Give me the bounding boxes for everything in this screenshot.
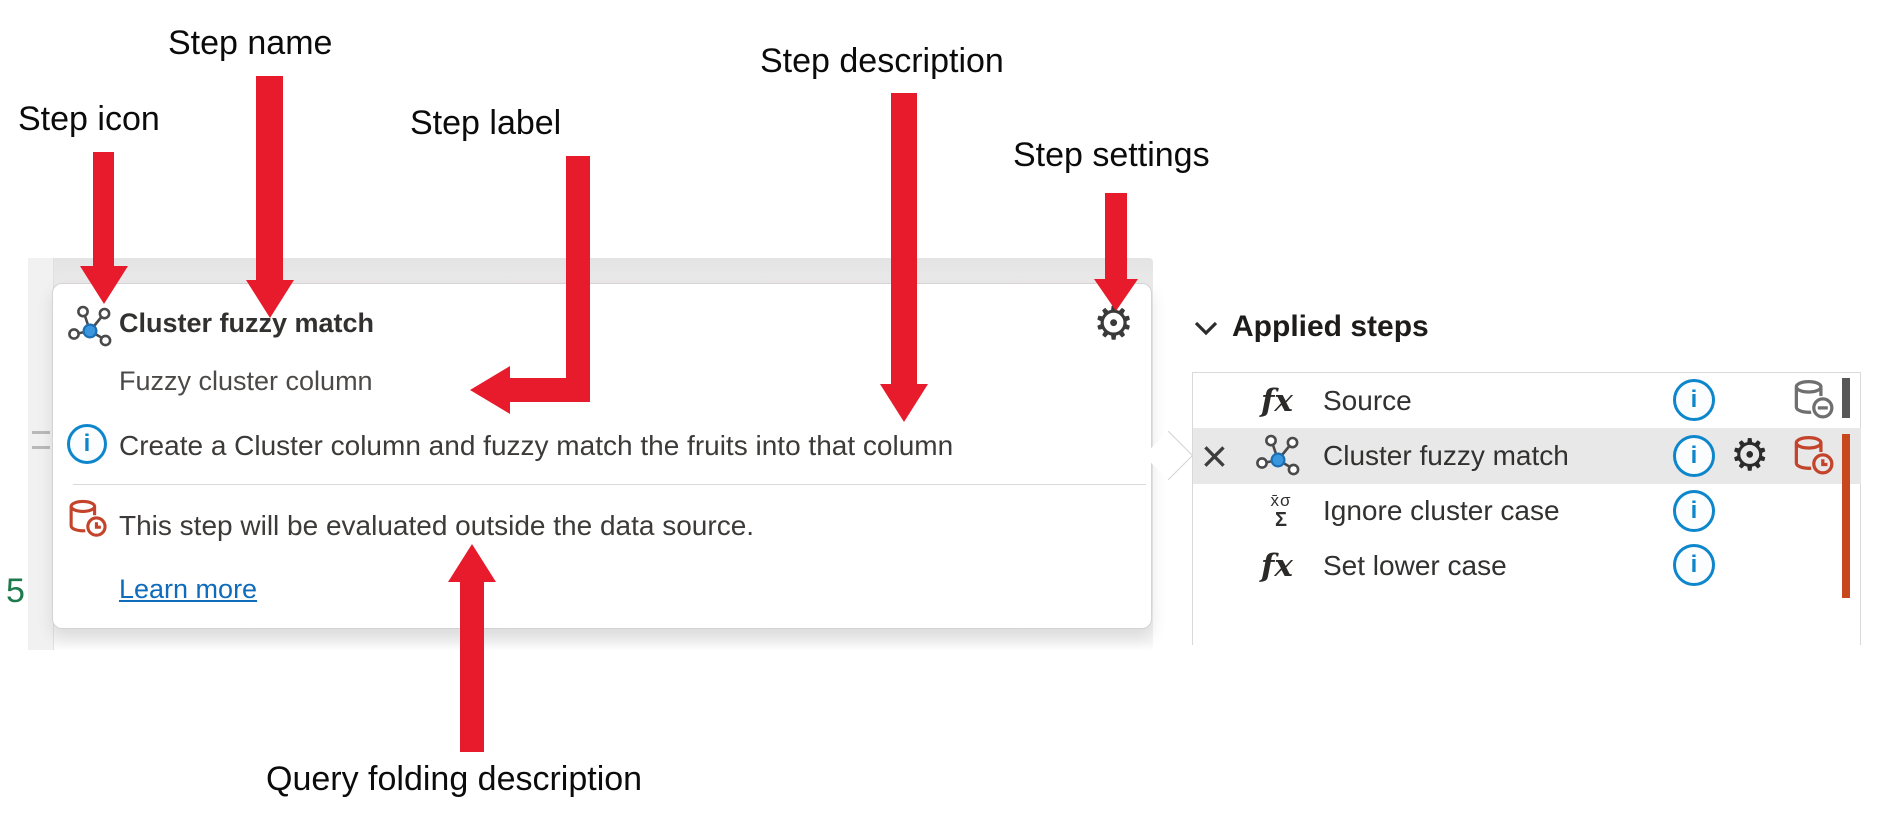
fx-icon: fx — [1261, 547, 1293, 584]
step-label-arrow-vertical — [566, 156, 590, 402]
step-row-cluster-fuzzy-match[interactable]: × Cluster fuzzy match i ⚙ — [1193, 428, 1861, 484]
step-info-icon[interactable]: i — [1673, 544, 1715, 586]
info-letter: i — [83, 430, 91, 457]
database-minus-icon — [1794, 380, 1834, 419]
step-info-icon[interactable]: i — [1673, 435, 1715, 477]
query-folding-text: This step will be evaluated outside the … — [119, 510, 755, 541]
step-name-arrowhead — [246, 280, 294, 318]
step-description-arrowhead — [880, 384, 928, 422]
cluster-center-node — [82, 323, 98, 339]
step-row-label: Source — [1323, 384, 1412, 416]
step-row-label: Ignore cluster case — [1323, 495, 1560, 526]
applied-steps-heading[interactable]: Applied steps — [1232, 310, 1429, 343]
info-letter: i — [1690, 442, 1698, 469]
step-description-text: Create a Cluster column and fuzzy match … — [119, 430, 954, 461]
annotation-step-settings: Step settings — [1013, 136, 1210, 174]
step-info-icon[interactable]: i — [1673, 490, 1715, 532]
cluster-step-icon — [1256, 434, 1300, 476]
query-folding-arrow — [460, 582, 484, 752]
step-settings-arrow — [1105, 193, 1127, 279]
scrollbar[interactable] — [28, 258, 54, 650]
step-row-label: Cluster fuzzy match — [1323, 440, 1569, 471]
query-folding-arrowhead — [448, 544, 496, 582]
query-folding-database-clock-icon — [69, 499, 107, 537]
step-info-icon[interactable]: i — [1673, 379, 1715, 421]
info-icon: i — [67, 424, 107, 464]
annotation-step-description: Step description — [760, 42, 1004, 80]
divider — [73, 484, 1146, 485]
step-label-arrow-horizontal — [508, 378, 590, 402]
info-letter: i — [1690, 497, 1698, 524]
step-row-label: Set lower case — [1323, 549, 1507, 581]
step-icon-arrowhead — [80, 266, 128, 304]
annotation-step-label: Step label — [410, 104, 562, 142]
learn-more-link[interactable]: Learn more — [119, 574, 258, 604]
step-icon-arrow — [93, 152, 114, 266]
annotation-query-folding: Query folding description — [266, 760, 643, 798]
info-letter: i — [1690, 551, 1698, 578]
sigma-top: x̄σ — [1270, 491, 1292, 510]
folding-indicator-bar-orange — [1842, 434, 1850, 598]
step-name-arrow — [256, 76, 283, 280]
info-letter: i — [1690, 386, 1698, 413]
annotation-step-icon: Step icon — [18, 100, 160, 138]
delete-step-icon[interactable]: × — [1201, 430, 1228, 482]
fx-icon: fx — [1261, 382, 1293, 419]
step-settings-arrowhead — [1094, 279, 1138, 311]
editor-code-fragment: 5 — [6, 572, 25, 610]
annotation-step-name: Step name — [168, 24, 333, 62]
cluster-step-icon — [68, 305, 112, 347]
chevron-down-icon[interactable] — [1193, 320, 1219, 336]
step-label-arrowhead — [470, 366, 510, 414]
applied-steps-list: fx Source i × — [1192, 372, 1861, 645]
scrollbar-tick — [32, 431, 50, 434]
step-tooltip-card: Cluster fuzzy match ⚙ Fuzzy cluster colu… — [52, 283, 1152, 629]
database-clock-icon — [1794, 436, 1834, 475]
step-settings-gear-icon[interactable]: ⚙ — [1730, 431, 1770, 480]
step-row-source[interactable]: fx Source i — [1193, 373, 1861, 428]
scrollbar-tick — [32, 446, 50, 449]
step-description-arrow — [891, 93, 917, 384]
step-row-set-lower-case[interactable]: fx Set lower case i — [1193, 538, 1861, 593]
folding-indicator-bar-gray — [1842, 378, 1850, 418]
step-label-text: Fuzzy cluster column — [119, 366, 373, 396]
sigma-bottom: Σ — [1274, 509, 1287, 531]
